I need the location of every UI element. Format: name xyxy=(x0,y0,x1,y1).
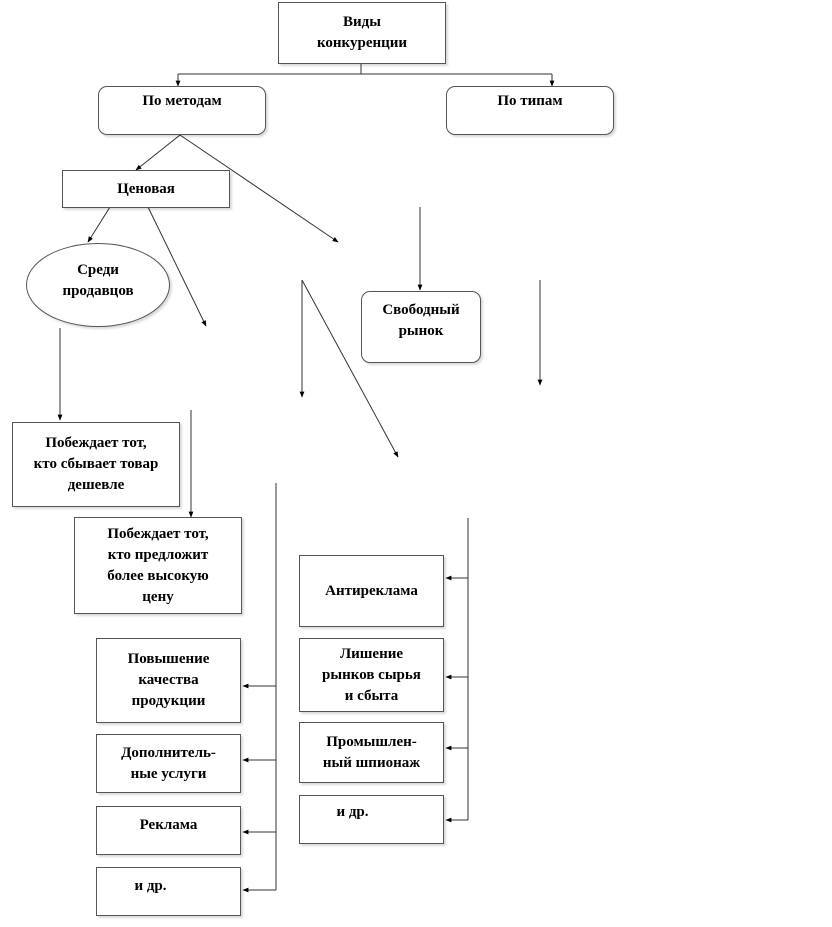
by-types-label: По типам xyxy=(497,93,563,109)
buyers-outcome-label: Побеждает тот, кто предложит более высок… xyxy=(107,525,209,605)
root-label: Виды конкуренции xyxy=(316,14,408,51)
connector-price-to-sellers xyxy=(87,206,111,243)
connector-unfair-diagonal xyxy=(301,279,399,458)
nonprice-method-other: и др. xyxy=(96,867,241,916)
unfair-method-market-deprivation: Лишение рынков сырья и сбыта xyxy=(299,638,444,712)
nonprice-method-services: Дополнитель- ные услуги xyxy=(96,734,241,793)
by-types-node: По типам xyxy=(446,86,614,135)
nonprice-method-quality: Повышение качества продукции xyxy=(96,638,241,723)
nonprice-method-label: и др. xyxy=(134,878,167,894)
unfair-method-label: и др. xyxy=(336,804,369,820)
buyers-outcome-node: Побеждает тот, кто предложит более высок… xyxy=(74,517,242,614)
connector-price-to-buyers xyxy=(147,206,207,327)
root-node: Виды конкуренции xyxy=(278,2,446,64)
among-sellers-label: Среди продавцов xyxy=(62,262,134,299)
among-sellers-node: Среди продавцов xyxy=(26,243,170,327)
by-methods-node: По методам xyxy=(98,86,266,135)
nonprice-method-label: Реклама xyxy=(139,817,198,833)
free-market-node: Свободный рынок xyxy=(361,291,481,363)
sellers-outcome-label: Побеждает тот, кто сбывает товар дешевле xyxy=(33,435,159,493)
nonprice-method-advertising: Реклама xyxy=(96,806,241,855)
price-node: Ценовая xyxy=(62,170,230,208)
nonprice-method-label: Повышение качества продукции xyxy=(127,651,210,709)
unfair-method-label: Лишение рынков сырья и сбыта xyxy=(322,645,421,704)
unfair-method-label: Промышлен- ный шпионаж xyxy=(322,733,421,771)
unfair-method-anti-advertising: Антиреклама xyxy=(299,555,444,627)
sellers-outcome-node: Побеждает тот, кто сбывает товар дешевле xyxy=(12,422,180,507)
unfair-method-label: Антиреклама xyxy=(325,582,418,599)
unfair-method-espionage: Промышлен- ный шпионаж xyxy=(299,722,444,783)
connector-methods-to-price xyxy=(135,134,181,171)
connector-methods-to-nonprice xyxy=(179,134,339,243)
price-label: Ценовая xyxy=(117,180,175,197)
unfair-method-other: и др. xyxy=(299,795,444,844)
free-market-label: Свободный рынок xyxy=(382,302,460,339)
by-methods-label: По методам xyxy=(142,93,222,109)
nonprice-method-label: Дополнитель- ные услуги xyxy=(121,744,216,782)
